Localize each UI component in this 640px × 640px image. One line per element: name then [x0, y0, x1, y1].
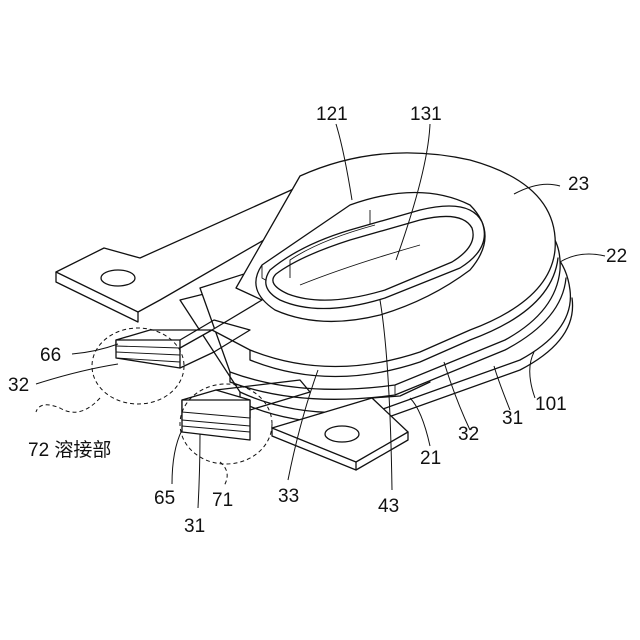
label-71: 71 [212, 490, 233, 511]
label-65: 65 [154, 488, 175, 509]
label-22: 22 [606, 246, 627, 267]
label-21: 21 [420, 448, 441, 469]
label-43: 43 [378, 496, 399, 517]
label-131: 131 [410, 104, 442, 125]
label-32-left: 32 [8, 375, 29, 396]
label-23: 23 [568, 174, 589, 195]
label-66: 66 [40, 345, 61, 366]
label-101: 101 [535, 394, 567, 415]
label-72-weld: 72 溶接部 [28, 439, 111, 461]
weld-zone-72-leader [36, 398, 100, 412]
label-31-bottom: 31 [184, 516, 205, 537]
weld-zone-71-leader [220, 462, 227, 486]
label-32-right: 32 [458, 424, 479, 445]
label-31-right: 31 [502, 408, 523, 429]
label-33: 33 [278, 486, 299, 507]
label-121: 121 [316, 104, 348, 125]
